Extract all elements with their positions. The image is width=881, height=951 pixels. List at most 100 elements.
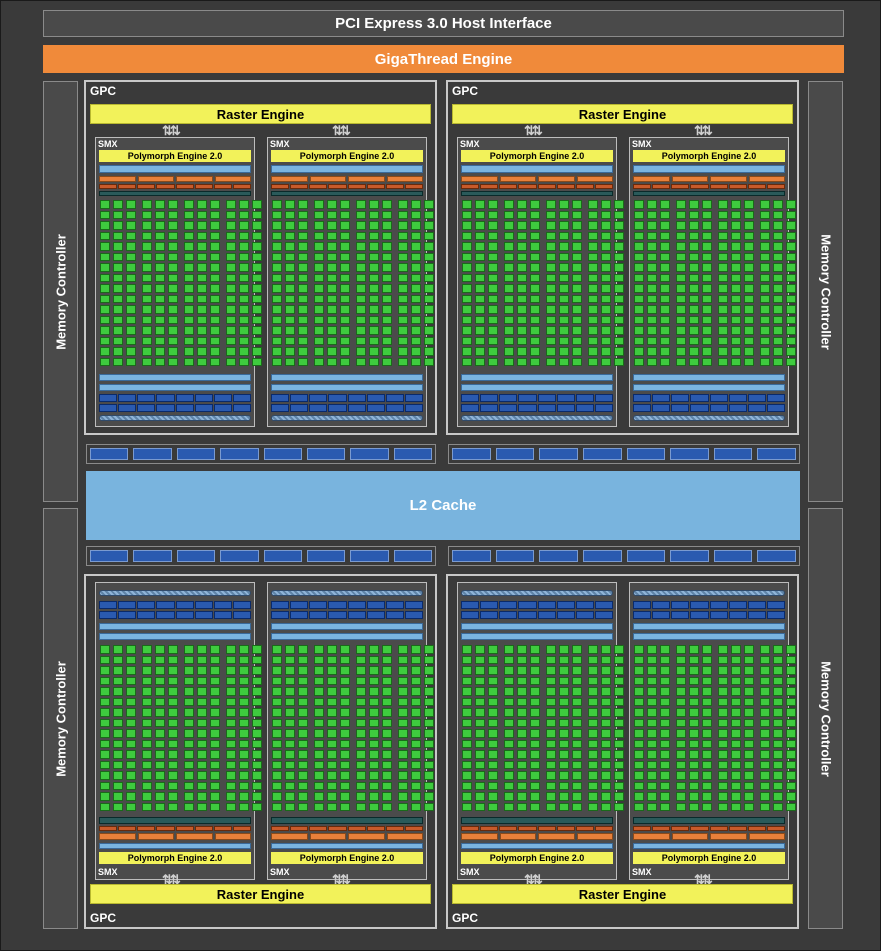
cuda-core [462, 315, 472, 324]
cuda-core [155, 655, 165, 664]
cuda-core [676, 242, 686, 251]
cuda-core [504, 718, 514, 727]
cuda-core [702, 294, 712, 303]
special-function-unit [175, 404, 194, 412]
cuda-core [239, 273, 249, 282]
cuda-core [398, 750, 408, 759]
cuda-core [382, 210, 392, 219]
raster-engine: Raster Engine [452, 104, 793, 124]
cuda-core [272, 718, 282, 727]
special-function-unit [480, 601, 499, 609]
cuda-core [126, 221, 136, 230]
cuda-core [572, 645, 582, 654]
cuda-core [744, 315, 754, 324]
cuda-core [356, 326, 366, 335]
cuda-core [676, 718, 686, 727]
cuda-core [614, 771, 624, 780]
cuda-core [239, 655, 249, 664]
cuda-core [588, 792, 598, 801]
cuda-core [382, 718, 392, 727]
interconnect-network [633, 384, 785, 391]
warp-scheduler [99, 176, 136, 182]
dispatch-unit [156, 184, 175, 189]
cuda-core [100, 792, 110, 801]
cuda-core [411, 697, 421, 706]
cuda-core [588, 666, 598, 675]
cuda-core [398, 242, 408, 251]
cuda-core [398, 708, 408, 717]
cuda-core [252, 666, 262, 675]
cuda-core [689, 729, 699, 738]
cuda-core [660, 676, 670, 685]
cuda-core [572, 326, 582, 335]
cuda-core [340, 242, 350, 251]
cuda-core [731, 252, 741, 261]
cuda-core [197, 697, 207, 706]
cuda-core [530, 284, 540, 293]
cuda-core [197, 231, 207, 240]
texture-cache [633, 590, 785, 596]
cuda-core [340, 347, 350, 356]
special-function-unit [99, 611, 118, 619]
cuda-core [660, 760, 670, 769]
cuda-core [424, 221, 434, 230]
cuda-core [760, 252, 770, 261]
memory-controller-label: Memory Controller [818, 660, 833, 777]
cuda-core [168, 326, 178, 335]
cuda-core [488, 771, 498, 780]
instruction-cache [99, 165, 251, 173]
cuda-core [731, 655, 741, 664]
cuda-core [475, 687, 485, 696]
special-function-unit [728, 404, 747, 412]
cuda-core [504, 252, 514, 261]
cuda-core [285, 210, 295, 219]
special-function-unit [309, 394, 328, 402]
cuda-core [411, 252, 421, 261]
dispatch-unit [728, 826, 747, 831]
l2-slice [306, 448, 346, 460]
cuda-core [285, 252, 295, 261]
cuda-core [155, 760, 165, 769]
cuda-core [744, 242, 754, 251]
cuda-core [252, 760, 262, 769]
cuda-core [760, 697, 770, 706]
cuda-core [382, 273, 392, 282]
cuda-core [113, 697, 123, 706]
cuda-core [660, 645, 670, 654]
cuda-core [340, 697, 350, 706]
cuda-core [475, 273, 485, 282]
cuda-core [488, 347, 498, 356]
special-function-unit [690, 601, 709, 609]
special-function-unit [499, 611, 518, 619]
cuda-core [411, 210, 421, 219]
cuda-core [100, 729, 110, 738]
cuda-core [488, 802, 498, 811]
cuda-core [718, 294, 728, 303]
cuda-core [773, 294, 783, 303]
cuda-core [475, 645, 485, 654]
special-function-unit [271, 601, 290, 609]
cuda-core [559, 802, 569, 811]
cuda-core [142, 326, 152, 335]
polymorph-engine: Polymorph Engine 2.0 [461, 150, 613, 162]
cuda-core [475, 252, 485, 261]
cuda-core [126, 655, 136, 664]
cuda-core [718, 729, 728, 738]
cuda-core [252, 252, 262, 261]
cuda-core [530, 263, 540, 272]
cuda-core [142, 729, 152, 738]
cuda-core [113, 687, 123, 696]
cuda-core [786, 263, 796, 272]
cuda-core [356, 284, 366, 293]
cuda-core [239, 305, 249, 314]
cuda-core [340, 666, 350, 675]
cuda-core [142, 242, 152, 251]
cuda-core [369, 221, 379, 230]
cuda-core [647, 676, 657, 685]
cuda-core [488, 210, 498, 219]
cuda-core [155, 347, 165, 356]
cuda-core [530, 200, 540, 209]
cuda-core [369, 718, 379, 727]
dispatch-unit [518, 184, 537, 189]
cuda-core [398, 273, 408, 282]
